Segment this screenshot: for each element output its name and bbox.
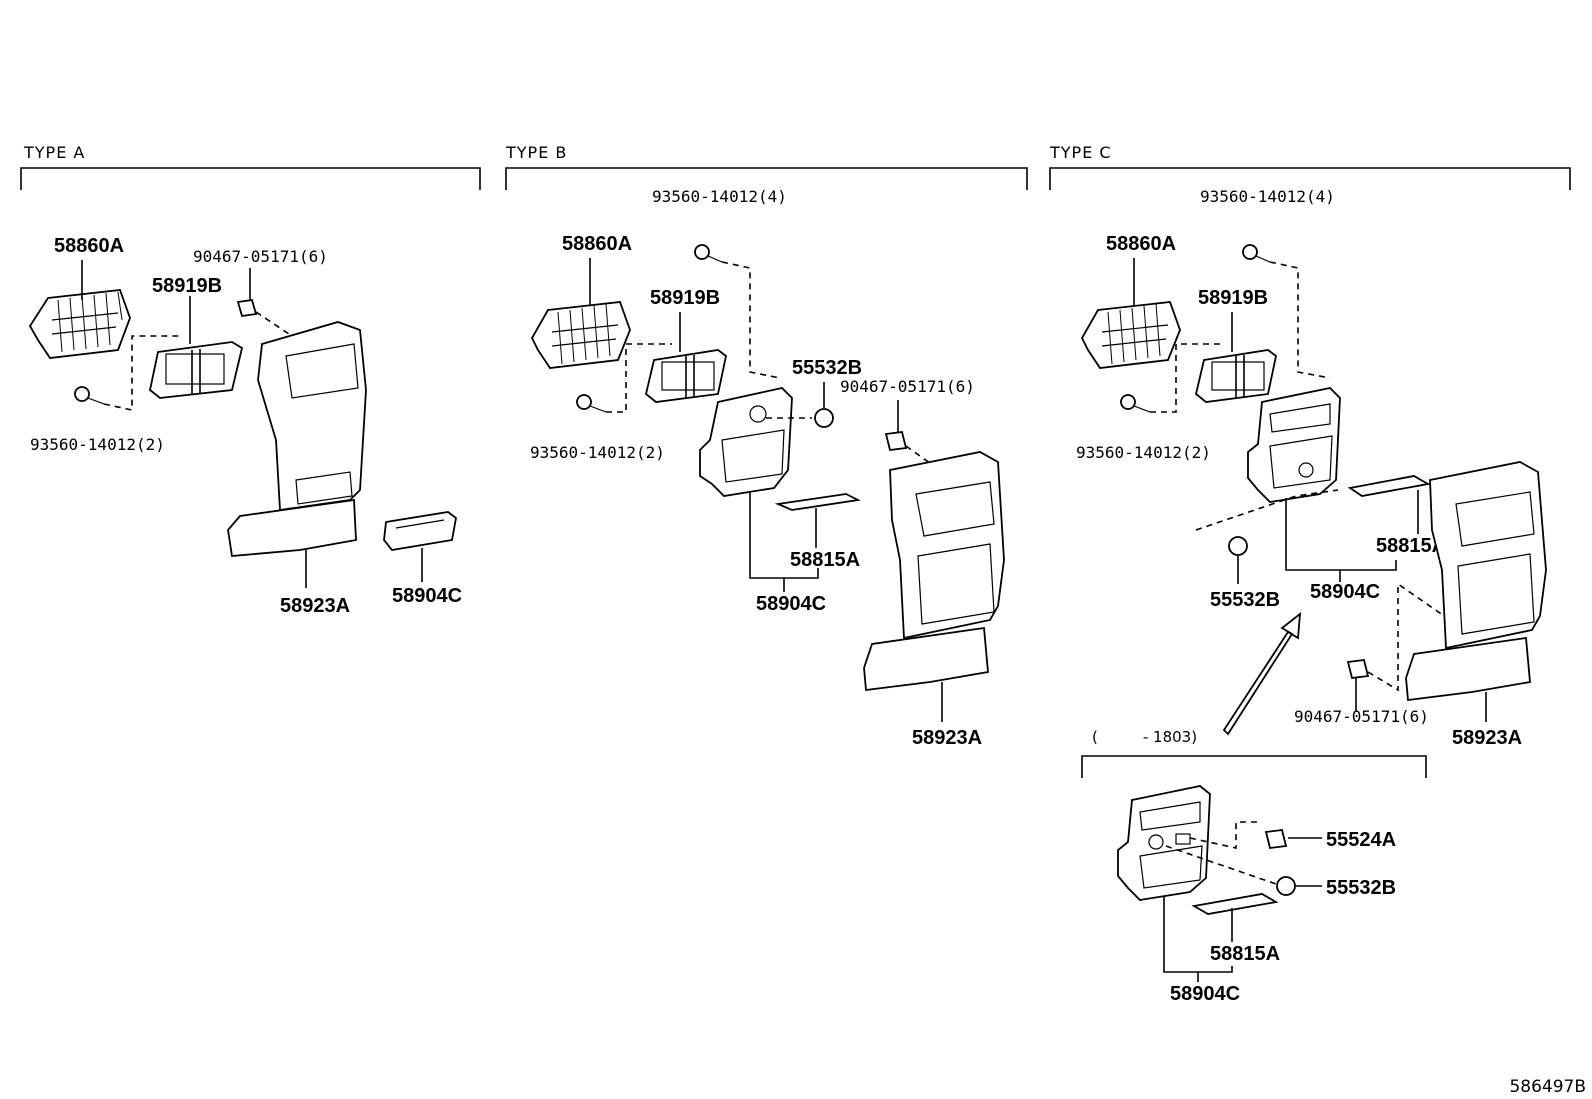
label-90467-type-c: 90467-05171(6): [1294, 707, 1429, 726]
type-b-bracket: [505, 167, 1028, 190]
clip-icon: [1346, 659, 1370, 679]
inset-bracket: [1081, 755, 1427, 778]
dash-plug-inset: [1165, 845, 1277, 885]
type-c-parts: 93560-14012(4) 58860A 58919B 93560-14012…: [1076, 187, 1547, 749]
air-vent-icon: [28, 289, 131, 359]
label-58815a-type-c: 58815A: [1376, 535, 1446, 557]
label-90467-type-a: 90467-05171(6): [193, 247, 328, 266]
dash-clip-a: [255, 311, 293, 337]
label-93560-2-type-b: 93560-14012(2): [530, 443, 665, 462]
screw-icon: [694, 244, 723, 263]
diagram-ref-code: 586497B: [1509, 1077, 1586, 1097]
type-b-parts: 93560-14012(4) 58860A 58919B 93560-140: [530, 187, 1005, 749]
label-93560-type-a: 93560-14012(2): [30, 435, 165, 454]
storage-box-icon: [699, 387, 793, 497]
label-55524a-inset: 55524A: [1326, 829, 1396, 851]
air-vent-icon: [530, 301, 631, 369]
dash-screw-a: [103, 335, 180, 411]
label-58919b-type-c: 58919B: [1198, 287, 1268, 309]
label-58860a-type-c: 58860A: [1106, 233, 1176, 255]
label-93560-4-type-b: 93560-14012(4): [652, 187, 787, 206]
label-58919b-type-a: 58919B: [152, 275, 222, 297]
screw-icon: [1120, 394, 1151, 413]
dash-screw-top-c: [1269, 261, 1331, 379]
label-58923a-type-c: 58923A: [1452, 727, 1522, 749]
label-58904c-type-c: 58904C: [1310, 581, 1380, 603]
type-a-title: TYPE A: [23, 143, 85, 162]
dash-screw-c: [1150, 343, 1222, 413]
dash-screw-top-b: [721, 261, 781, 379]
clip-icon: [236, 298, 258, 318]
inset-range-label: ( - 1803): [1092, 728, 1197, 746]
console-panel-icon: [1405, 461, 1547, 702]
storage-box-icon: [1117, 785, 1211, 901]
air-vent-icon: [1080, 301, 1181, 369]
leader-box-c: [1285, 498, 1397, 571]
inset-section: ( - 1803) 55524A 55532B 58815A 58904C: [1081, 728, 1427, 1005]
label-55532b-inset: 55532B: [1326, 877, 1396, 899]
tray-mat-icon: [1347, 475, 1431, 497]
type-c-bracket: [1049, 167, 1571, 190]
label-58904c-inset: 58904C: [1170, 983, 1240, 1005]
type-c-title: TYPE C: [1049, 143, 1112, 162]
dash-clip-b: [905, 445, 935, 467]
socket-icon: [1264, 829, 1288, 849]
label-58860a-type-a: 58860A: [54, 235, 124, 257]
label-58904c-type-b: 58904C: [756, 593, 826, 615]
vent-bezel-icon: [1194, 349, 1277, 403]
console-panel-icon: [227, 321, 367, 557]
type-c-section: TYPE C: [1049, 143, 1571, 190]
label-55532b-type-b: 55532B: [792, 357, 862, 379]
plug-icon: [1276, 876, 1296, 896]
label-58904c-type-a: 58904C: [392, 585, 462, 607]
dash-plug-c: [1195, 489, 1339, 531]
type-b-section: TYPE B: [505, 143, 1028, 190]
screw-icon: [576, 394, 607, 413]
type-a-section: TYPE A: [20, 143, 481, 190]
storage-box-icon: [1247, 387, 1341, 503]
label-93560-4-type-c: 93560-14012(4): [1200, 187, 1335, 206]
console-panel-icon: [863, 451, 1005, 692]
label-58860a-type-b: 58860A: [562, 233, 632, 255]
type-a-bracket: [20, 167, 481, 190]
plug-icon: [1228, 536, 1248, 556]
label-55532b-type-c: 55532B: [1210, 589, 1280, 611]
vent-bezel-icon: [149, 341, 244, 399]
tray-mat-icon: [774, 493, 861, 511]
label-93560-2-type-c: 93560-14012(2): [1076, 443, 1211, 462]
type-b-title: TYPE B: [505, 143, 567, 162]
label-90467-type-b: 90467-05171(6): [840, 377, 975, 396]
label-58815a-type-b: 58815A: [790, 549, 860, 571]
screw-icon: [74, 386, 105, 405]
screw-icon: [1242, 244, 1271, 263]
vent-bezel-icon: [644, 349, 727, 403]
tray-mat-icon: [1191, 893, 1279, 915]
label-58923a-type-a: 58923A: [280, 595, 350, 617]
label-58815a-inset: 58815A: [1210, 943, 1280, 965]
storage-box-icon: [383, 511, 457, 551]
arrow-up-right-icon: [1222, 612, 1302, 736]
plug-icon: [814, 408, 834, 428]
clip-icon: [884, 431, 908, 451]
label-58919b-type-b: 58919B: [650, 287, 720, 309]
label-58923a-type-b: 58923A: [912, 727, 982, 749]
type-a-parts: 58860A 58919B 90467-05171(6) 93560-14012…: [28, 235, 462, 617]
dash-socket-inset: [1189, 821, 1262, 849]
dash-screw-b: [606, 343, 672, 413]
